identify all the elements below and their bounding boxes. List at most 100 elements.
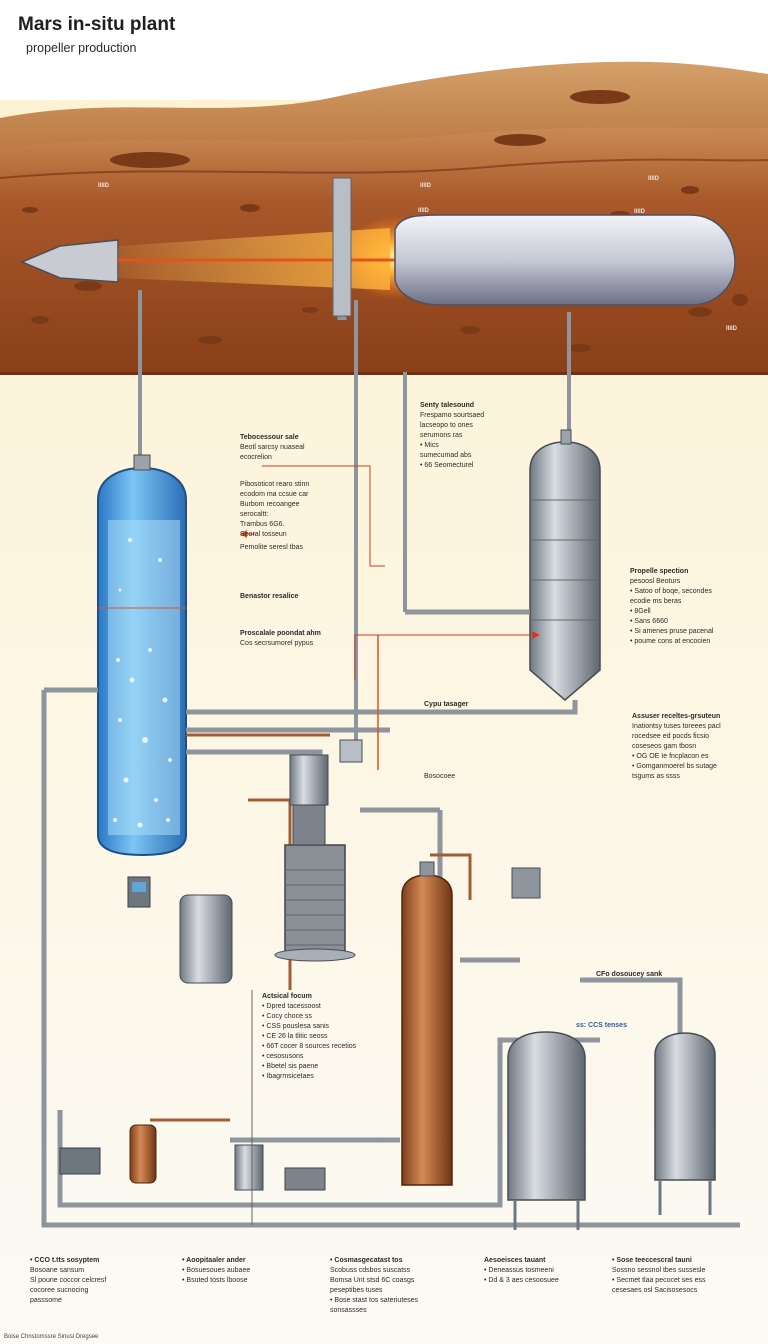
note-heading: • Cosmasgecatast tos	[330, 1257, 403, 1264]
label-line: Inationtsy tuses toreees pacl	[632, 723, 721, 730]
label-line: Burbom recoangee	[240, 501, 300, 508]
soil-stratum-line	[0, 158, 768, 179]
label-reactor-mid: Bosocoee	[424, 773, 456, 780]
note-line: • Bose stast tos sateriuteses	[330, 1297, 419, 1304]
label-line: • cesosusons	[262, 1053, 304, 1060]
label-line: ecocrelion	[240, 454, 272, 461]
soil-tag: IIIID	[634, 209, 646, 215]
note-line: Scobuss cdsbos suscatss	[330, 1267, 411, 1274]
label-ccs: ss: CCS tenses	[576, 1022, 627, 1029]
note-heading: • CCO t.tts sosyptem	[30, 1257, 100, 1264]
label-line: • CSS pouslesa sanis	[262, 1023, 330, 1030]
copper-vessel	[129, 1124, 157, 1184]
tank-arrow	[532, 631, 540, 639]
tank-bands	[530, 499, 600, 621]
label-line: Seoral tosseun	[240, 531, 287, 538]
label-upper-mid: Senty talesound Frespamo sourtsaed lacse…	[420, 401, 484, 471]
control-cabinet	[59, 1147, 101, 1175]
label-column-top: Tebocessour sale Beotl sarcsy nuaseal ec…	[240, 433, 305, 463]
label-line: • 8Gell	[630, 608, 651, 615]
label-line: pesoosl Beoturs	[630, 578, 681, 585]
small-storage-tank	[179, 894, 233, 984]
label-line: serumons ras	[420, 432, 463, 439]
bubbles	[113, 538, 172, 828]
o2-storage-tank	[654, 1032, 716, 1181]
probe-mount	[332, 177, 352, 317]
label-line: ecodie ms beras	[630, 598, 682, 605]
label-line: serocaltt:	[240, 511, 269, 518]
note-heading: • Sose teeccescral tauni	[612, 1257, 692, 1264]
note-line: sonsassses	[330, 1307, 367, 1314]
ground-feed-lines	[138, 290, 571, 740]
label-heading: Proscalale poondat ahm	[240, 630, 321, 637]
note-line: • Dd & 3 aes cesoosuee	[484, 1277, 559, 1284]
label-line: • Cocy choce ss	[262, 1013, 312, 1020]
tank-top-valve	[560, 429, 572, 445]
label-line: • Sans 6660	[630, 618, 668, 625]
column-cap	[133, 454, 151, 471]
note-line: cesesaes osl Sacisosesocs	[612, 1287, 698, 1294]
motor-unit	[284, 1167, 326, 1191]
label-line: • 66 Seomecturel	[420, 462, 474, 469]
note-heading: • Aoopitaaler ander	[182, 1257, 246, 1264]
surface-rocks	[22, 90, 748, 352]
control-screen	[132, 882, 146, 892]
label-line: tsgums as ssss	[632, 773, 680, 780]
footer-credit: Boise Chnstomssre Sinusl Dregsee	[4, 1334, 99, 1340]
label-line: • Satoo of boqe, secondes	[630, 588, 712, 595]
soil-tag: IIIID	[420, 183, 432, 189]
label-column-tail: Pemolite seresl tbas	[240, 544, 304, 551]
note-line: • Bosuesoues aubaee	[182, 1267, 251, 1274]
propellant-tank	[529, 441, 601, 701]
label-line: • Dpred tacessoost	[262, 1003, 321, 1010]
label-line: Pibosoticot rearo stinn	[240, 481, 310, 488]
label-heading: Tebocessour sale	[240, 434, 299, 441]
label-line: • Bbetel sis paene	[262, 1063, 319, 1070]
bottom-note: • Cosmasgecatast tos Scobuss cdsbos susc…	[330, 1256, 418, 1316]
condenser-coils	[285, 869, 345, 946]
label-column-mid: Pibosoticot rearo stinn ecodom ma ccsue …	[240, 480, 309, 540]
soil-tag: IIIID	[418, 208, 430, 214]
reactor-cap	[419, 861, 435, 877]
bottom-note: • Aoopitaaler ander • Bosuesoues aubaee …	[182, 1256, 250, 1286]
note-line: • Bsuted tosts lboose	[182, 1277, 248, 1284]
label-center-box: Actsical focum • Dpred tacessoost • Cocy…	[262, 992, 356, 1082]
label-cfo-tank: CFo dosoucey sank	[596, 971, 663, 978]
soil-tag: IIIID	[648, 176, 660, 182]
label-line: • poume cons at encocien	[630, 638, 711, 645]
bottom-note: • Sose teeccescral tauni Sossno sessnol …	[612, 1256, 706, 1296]
label-heading: Senty talesound	[420, 402, 475, 409]
label-line: • CE 26 la tlitic seoss	[262, 1033, 328, 1040]
pointer-arrow	[240, 530, 247, 538]
label-line: Cos secrsumorel pypus	[240, 640, 314, 647]
sabatier-reactor	[401, 874, 453, 1186]
ch4-storage-tank	[507, 1031, 586, 1201]
note-line: peseptibes tuses	[330, 1287, 383, 1294]
note-line: • Secmet tlaa pecocet ses ess	[612, 1277, 706, 1284]
label-line: sumecumad abs	[420, 452, 472, 459]
label-line: • OG OE Ie fncplacon es	[632, 753, 709, 760]
bottom-note: Aesoeisces tauant • Deneassus tosmeeni •…	[484, 1256, 559, 1286]
note-line: Sl poune coccor celcresf	[30, 1277, 107, 1284]
note-line: • Deneassus tosmeeni	[484, 1267, 554, 1274]
note-line: Bomsa Unt stsd 6C coasgs	[330, 1277, 415, 1284]
label-heading: Assuser receltes-grsuteun	[632, 713, 721, 720]
valve-box	[339, 739, 363, 763]
label-line: • Ibagrmsicetaes	[262, 1073, 314, 1080]
note-line: cocoree sucnocing	[30, 1287, 89, 1294]
label-line: Beotl sarcsy nuaseal	[240, 444, 305, 451]
soil-tag: IIIID	[98, 183, 110, 189]
right-mid-box	[511, 867, 541, 899]
bottom-note: • CCO t.tts sosyptem Bosoane sansum Sl p…	[30, 1256, 106, 1306]
label-line: ecodom ma ccsue car	[240, 491, 309, 498]
label-line: coseseos gam tbosn	[632, 743, 697, 750]
page-title: Mars in-situ plant	[18, 14, 176, 35]
pump-unit	[234, 1144, 264, 1191]
label-right-tank: Propelle spection pesoosl Beoturs • Sato…	[630, 567, 713, 647]
label-cyc-tank: Cypu tasager	[424, 701, 469, 708]
condenser-base	[274, 948, 356, 962]
label-line: • 66T cocer 8 sources recetios	[262, 1043, 357, 1050]
note-line: Bosoane sansum	[30, 1267, 85, 1274]
